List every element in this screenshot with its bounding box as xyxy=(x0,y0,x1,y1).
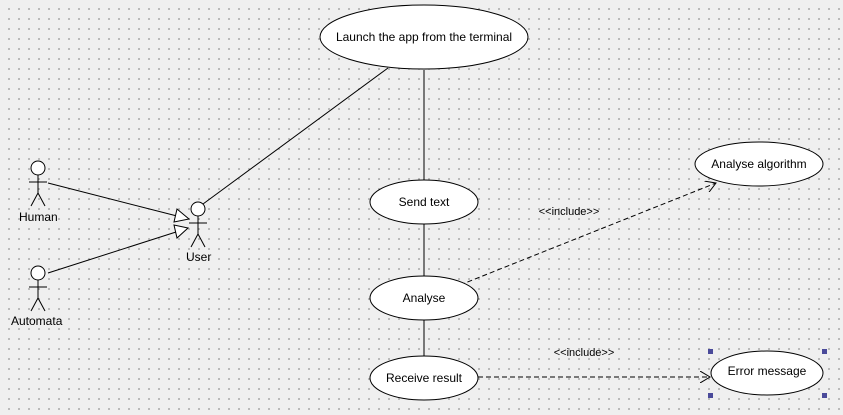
selection-handle[interactable] xyxy=(708,349,713,354)
usecase-analyse-label: Analyse xyxy=(403,291,446,305)
usecase-send-text-label: Send text xyxy=(399,195,450,209)
actor-automata-label: Automata xyxy=(11,314,63,328)
generalization-arrowhead xyxy=(173,208,191,223)
actor-automata[interactable] xyxy=(29,265,47,312)
usecase-receive-result[interactable] xyxy=(369,355,479,401)
include-label-1: <<include>> xyxy=(539,206,600,218)
usecase-send-text[interactable] xyxy=(369,179,479,225)
usecase-error-message[interactable] xyxy=(710,350,824,396)
usecase-analyse-algorithm[interactable] xyxy=(694,141,824,187)
actor-user[interactable] xyxy=(189,201,207,248)
association-user-launch[interactable] xyxy=(202,67,389,205)
actor-human[interactable] xyxy=(29,160,47,207)
generalization-automata-user[interactable] xyxy=(47,231,177,274)
usecase-launch[interactable] xyxy=(319,4,529,70)
selection-handle[interactable] xyxy=(822,349,827,354)
usecase-launch-label: Launch the app from the terminal xyxy=(336,30,512,44)
selection-handle[interactable] xyxy=(708,393,713,398)
usecase-error-message-label: Error message xyxy=(728,364,807,378)
usecase-analyse-algorithm-label: Analyse algorithm xyxy=(711,157,806,171)
include-label-2: <<include>> xyxy=(554,347,615,359)
usecase-analyse[interactable] xyxy=(369,275,479,321)
usecase-receive-result-label: Receive result xyxy=(386,371,463,385)
selection-handle[interactable] xyxy=(822,393,827,398)
generalization-human-user[interactable] xyxy=(47,182,178,217)
actor-user-label: User xyxy=(186,250,211,264)
actor-human-label: Human xyxy=(19,210,58,224)
include-analyse-algorithm[interactable] xyxy=(459,183,716,286)
generalization-arrowhead xyxy=(173,224,190,239)
